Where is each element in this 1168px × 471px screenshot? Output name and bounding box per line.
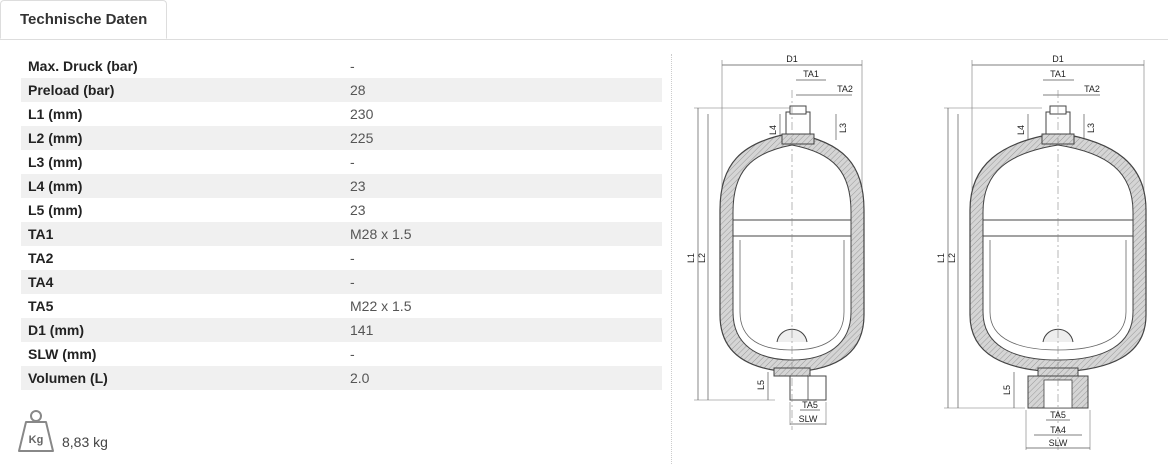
table-row: SLW (mm) - — [21, 342, 662, 366]
dim-d1: D1 — [1052, 54, 1064, 64]
dim-l5: L5 — [1002, 385, 1012, 395]
spec-label: Volumen (L) — [21, 366, 350, 390]
spec-value: - — [350, 270, 662, 294]
dim-l3: L3 — [1086, 123, 1096, 133]
spec-value: 141 — [350, 318, 662, 342]
dim-ta5: TA5 — [1050, 410, 1066, 420]
spec-label: D1 (mm) — [21, 318, 350, 342]
dim-l4: L4 — [1016, 125, 1026, 135]
dim-l1: L1 — [936, 253, 946, 263]
weight-icon: Kg — [18, 410, 54, 452]
table-row: TA5 M22 x 1.5 — [21, 294, 662, 318]
spec-value: M28 x 1.5 — [350, 222, 662, 246]
spec-value: 230 — [350, 106, 374, 122]
weight-value: 8,83 kg — [62, 434, 108, 450]
spec-label: TA5 — [28, 298, 54, 314]
spec-value: - — [350, 250, 355, 266]
table-row: L2 (mm)225 — [21, 126, 662, 150]
dim-l2: L2 — [947, 253, 957, 263]
table-row: D1 (mm)141 — [21, 318, 662, 342]
specs-table: Max. Druck (bar) - Preload (bar)28 L1 (mm… — [21, 54, 662, 390]
spec-label: TA1 — [21, 222, 350, 246]
table-row: L4 (mm)23 — [21, 174, 662, 198]
weight-info: Kg 8,83 kg — [17, 408, 127, 454]
spec-label: Preload (bar) — [21, 78, 350, 102]
drawing-left: D1 TA1 TA2 L1 L2 L4 L3 L5 TA5 SLW — [686, 54, 865, 430]
spec-label: SLW (mm) — [28, 346, 97, 362]
spec-label: L2 (mm) — [21, 126, 350, 150]
spec-label: TA4 — [21, 270, 350, 294]
dim-slw: SLW — [1049, 438, 1068, 448]
dim-ta2: TA2 — [837, 84, 853, 94]
dim-ta4: TA4 — [1050, 425, 1066, 435]
table-row: Volumen (L)2.0 — [21, 366, 662, 390]
dim-d1: D1 — [786, 54, 798, 64]
dim-ta1: TA1 — [1050, 69, 1066, 79]
dim-l4: L4 — [768, 125, 778, 135]
spec-value: 225 — [350, 126, 662, 150]
table-row: Preload (bar)28 — [21, 78, 662, 102]
table-row: L3 (mm) - — [21, 150, 662, 174]
divider — [671, 54, 672, 464]
table-row: TA4- — [21, 270, 662, 294]
spec-value: 2.0 — [350, 366, 662, 390]
table-row: L1 (mm) 230 — [21, 102, 662, 126]
dim-l1: L1 — [686, 253, 696, 263]
spec-value: M22 x 1.5 — [350, 298, 412, 314]
spec-value: - — [350, 346, 355, 362]
spec-value: - — [350, 58, 355, 74]
spec-value: 23 — [350, 202, 366, 218]
spec-value: - — [350, 154, 355, 170]
spec-value: 28 — [350, 78, 662, 102]
drawing-right: D1 TA1 TA2 L1 L2 L4 L3 L5 TA5 TA4 SLW — [936, 54, 1147, 450]
dim-l3: L3 — [838, 123, 848, 133]
spec-label: L3 (mm) — [28, 154, 83, 170]
table-row: Max. Druck (bar) - — [21, 54, 662, 78]
table-row: TA2 - — [21, 246, 662, 270]
spec-value: 23 — [350, 174, 662, 198]
dim-slw: SLW — [799, 414, 818, 424]
spec-label: L5 (mm) — [28, 202, 83, 218]
dim-ta1: TA1 — [803, 69, 819, 79]
spec-label: L4 (mm) — [21, 174, 350, 198]
table-row: L5 (mm) 23 — [21, 198, 662, 222]
dim-l2: L2 — [697, 253, 707, 263]
spec-label: TA2 — [28, 250, 54, 266]
spec-label: Max. Druck (bar) — [28, 58, 138, 74]
dim-ta5: TA5 — [802, 400, 818, 410]
dim-l5: L5 — [756, 380, 766, 390]
tab-technische-daten[interactable]: Technische Daten — [0, 0, 167, 39]
weight-icon-text: Kg — [29, 434, 44, 446]
spec-label: L1 (mm) — [28, 106, 83, 122]
dim-ta2: TA2 — [1084, 84, 1100, 94]
tab-bar: Technische Daten — [0, 0, 1168, 40]
